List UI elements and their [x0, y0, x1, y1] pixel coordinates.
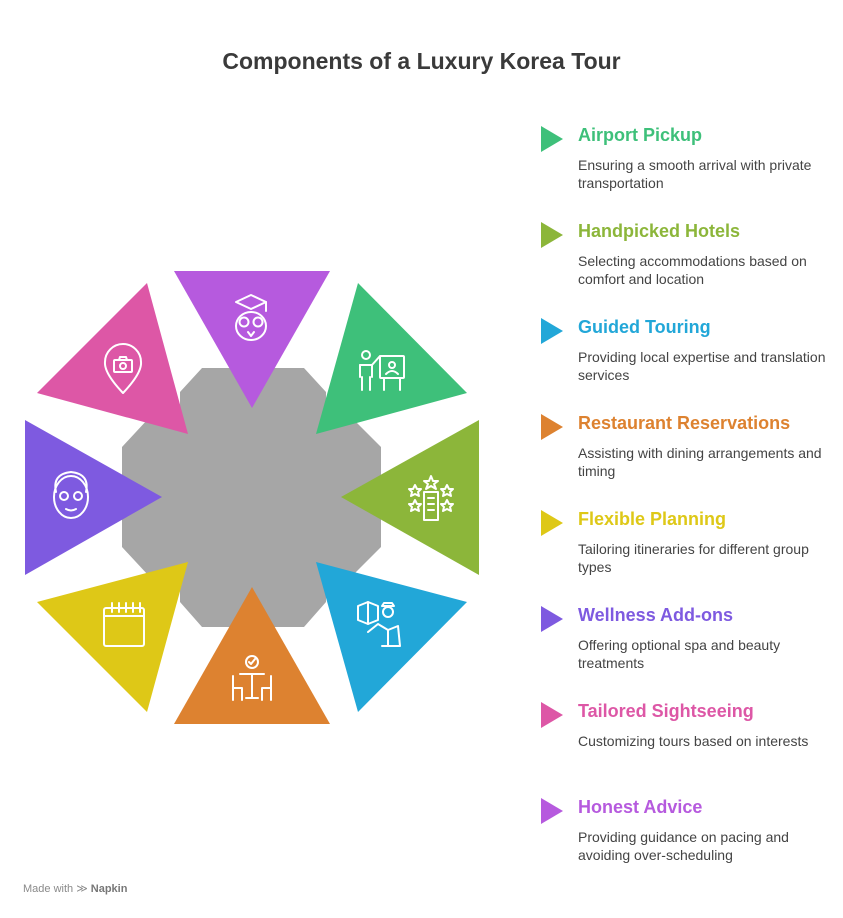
legend-title: Airport Pickup	[578, 125, 703, 145]
legend-description: Offering optional spa and beauty treatme…	[578, 637, 781, 671]
legend-title: Handpicked Hotels	[578, 221, 741, 241]
legend-title: Flexible Planning	[578, 509, 727, 529]
segment-wellness-addons	[25, 420, 162, 575]
face-mask-icon	[53, 471, 89, 519]
triangle-flexible-planning	[37, 562, 188, 712]
legend-description: Customizing tours based on interests	[578, 733, 809, 749]
legend-description: Assisting with dining arrangements and t…	[578, 445, 822, 479]
triangle-tailored-sightseeing	[37, 283, 188, 434]
triangle-airport-pickup	[316, 283, 467, 434]
wise-owl-icon	[235, 294, 267, 341]
segment-handpicked-hotels	[341, 420, 479, 575]
arrow-marker-icon	[541, 222, 563, 248]
segment-honest-advice	[174, 271, 330, 408]
diagram-title: Components of a Luxury Korea Tour	[222, 48, 621, 74]
arrow-marker-icon	[541, 702, 563, 728]
hotel-stars-icon	[408, 475, 454, 521]
camera-pin-icon	[103, 343, 143, 394]
legend-description: Tailoring itineraries for different grou…	[578, 541, 809, 575]
segment-tailored-sightseeing	[37, 283, 188, 434]
legend-title: Wellness Add-ons	[578, 605, 734, 625]
calendar-icon	[103, 602, 145, 647]
triangle-guided-touring	[316, 562, 467, 712]
made-with-credit[interactable]: Made with ≫ Napkin	[23, 882, 127, 895]
triangle-handpicked-hotels	[341, 420, 479, 575]
arrow-marker-icon	[541, 606, 563, 632]
legend-description: Ensuring a smooth arrival with private t…	[578, 157, 812, 191]
legend-description: Providing guidance on pacing and avoidin…	[578, 829, 789, 863]
legend-title: Guided Touring	[578, 317, 711, 337]
legend-description: Selecting accommodations based on comfor…	[578, 253, 807, 287]
legend-title: Honest Advice	[578, 797, 703, 817]
arrow-marker-icon	[541, 798, 563, 824]
arrow-marker-icon	[541, 126, 563, 152]
arrow-marker-icon	[541, 414, 563, 440]
dining-table-icon	[232, 655, 272, 701]
legend-title: Tailored Sightseeing	[578, 701, 754, 721]
tour-guide-icon	[357, 601, 401, 647]
segment-restaurant-reservations	[174, 587, 330, 724]
tour-components-diagram	[25, 271, 479, 724]
segment-airport-pickup	[316, 283, 467, 434]
triangle-wellness-addons	[25, 420, 162, 575]
credit-prefix: Made with	[23, 883, 74, 895]
credit-brand: Napkin	[90, 883, 128, 895]
teacher-presentation-icon	[359, 350, 405, 391]
legend-description: Providing local expertise and translatio…	[578, 349, 826, 383]
segment-flexible-planning	[37, 562, 188, 712]
legend-title: Restaurant Reservations	[578, 413, 791, 433]
arrow-marker-icon	[541, 510, 563, 536]
arrow-marker-icon	[541, 318, 563, 344]
napkin-logo-icon: ≫	[76, 883, 88, 895]
segment-guided-touring	[316, 562, 467, 712]
